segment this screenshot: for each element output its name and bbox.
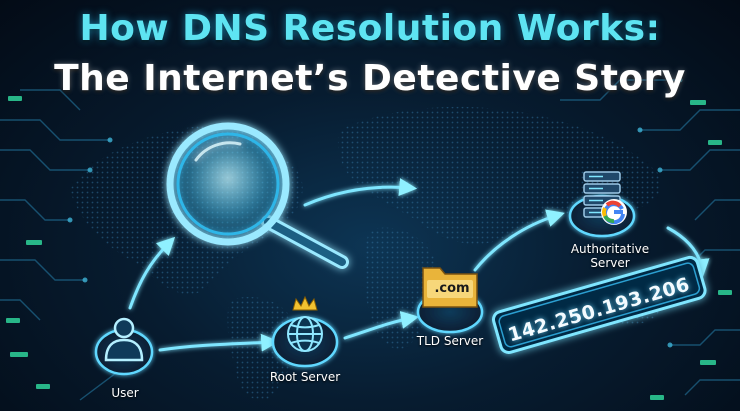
magnifying-glass-icon bbox=[166, 122, 349, 269]
arrow-user-to-root bbox=[158, 333, 280, 352]
user-node bbox=[94, 317, 154, 376]
arrow-magnifier-to-map bbox=[303, 178, 418, 207]
tld-server-node bbox=[416, 267, 484, 334]
ip-address-panel bbox=[491, 255, 707, 354]
crown-icon bbox=[292, 295, 318, 311]
arrow-user-to-magnifier bbox=[128, 236, 176, 310]
authoritative-label-line-1: Authoritative bbox=[570, 242, 650, 256]
authoritative-server-label: Authoritative Server bbox=[550, 242, 670, 270]
globe-icon bbox=[287, 316, 323, 352]
google-g-icon bbox=[601, 199, 627, 225]
arrow-root-to-tld bbox=[343, 311, 420, 340]
circuit-traces-decor bbox=[0, 79, 740, 401]
flow-arrows bbox=[128, 178, 710, 352]
authoritative-server-node bbox=[568, 171, 636, 238]
authoritative-label-line-2: Server bbox=[590, 256, 630, 270]
user-icon bbox=[104, 317, 144, 362]
tld-server-label: TLD Server bbox=[416, 334, 484, 348]
user-label: User bbox=[111, 386, 139, 400]
circuit-chips-decor bbox=[6, 96, 732, 400]
root-server-label: Root Server bbox=[269, 370, 341, 384]
tld-badge-label: .com bbox=[434, 281, 470, 296]
folder-icon bbox=[422, 267, 478, 308]
arrow-tld-to-auth bbox=[473, 209, 565, 272]
page-title: How DNS Resolution Works: bbox=[79, 8, 661, 49]
arrow-auth-to-ip bbox=[666, 226, 710, 278]
root-server-node bbox=[271, 295, 339, 368]
page-subtitle: The Internet’s Detective Story bbox=[54, 58, 686, 99]
